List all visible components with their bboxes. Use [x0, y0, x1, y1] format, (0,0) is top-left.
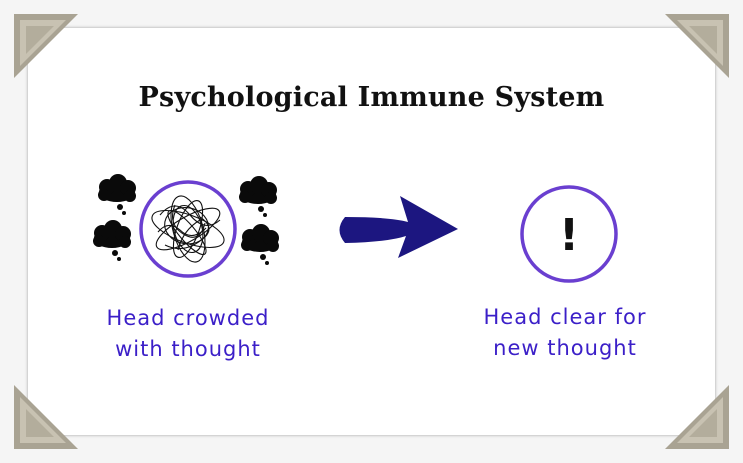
- left-caption-line1: Head crowded: [106, 306, 270, 330]
- left-caption-line2: with thought: [115, 337, 261, 361]
- exclamation-mark: !: [559, 210, 579, 261]
- corner-top-right-icon: [665, 14, 729, 78]
- clear-head-circle: [520, 185, 618, 283]
- corner-bottom-left-icon: [14, 385, 78, 449]
- thought-cloud-icon: [98, 174, 136, 215]
- thought-cloud-icon: [241, 224, 279, 265]
- right-arrow-icon: [339, 196, 458, 258]
- right-caption-line2: new thought: [493, 336, 637, 360]
- right-caption-line1: Head clear for: [483, 305, 647, 329]
- corner-top-left-icon: [14, 14, 78, 78]
- thought-cloud-icon: [93, 220, 131, 261]
- tangled-thoughts-icon: [151, 195, 225, 263]
- thought-cloud-icon: [239, 176, 277, 217]
- right-caption: Head clear for new thought: [455, 302, 675, 364]
- crowded-head-circle: [139, 180, 237, 278]
- diagram-title: Psychological Immune System: [138, 82, 605, 113]
- corner-bottom-right-icon: [665, 385, 729, 449]
- left-caption: Head crowded with thought: [78, 303, 298, 365]
